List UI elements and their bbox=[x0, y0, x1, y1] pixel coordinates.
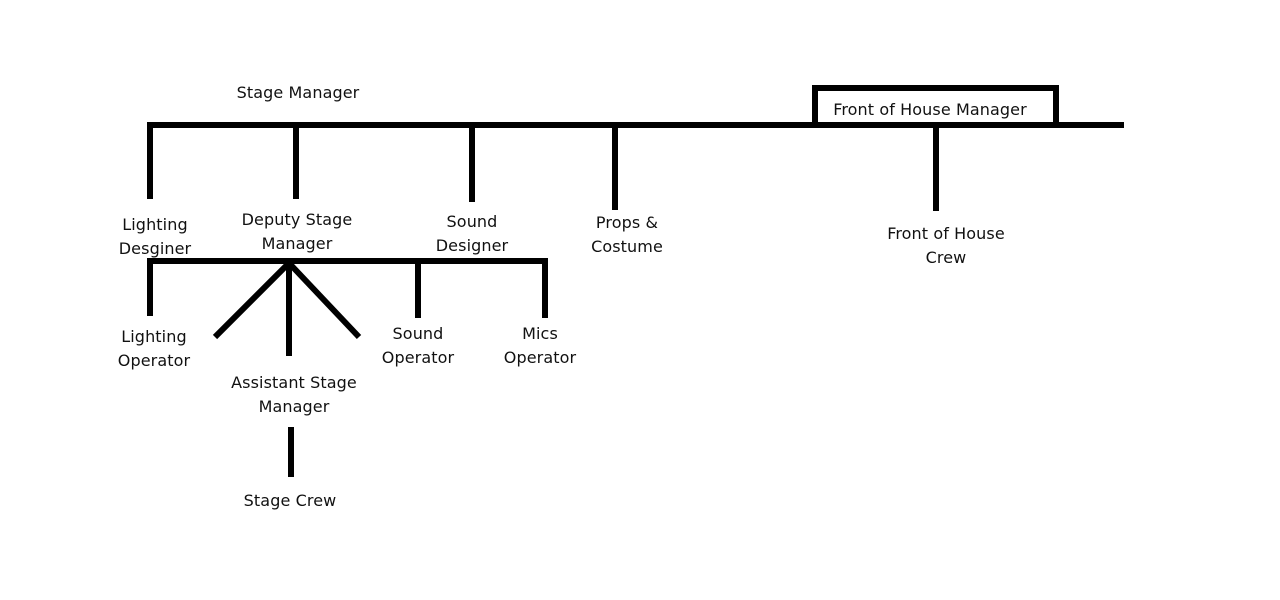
role-props-costume: Props & Costume bbox=[591, 213, 663, 256]
role-front-of-house-crew: Front of House Crew bbox=[887, 224, 1005, 267]
foh-manager-box bbox=[812, 85, 1059, 125]
role-deputy-stage-manager: Deputy Stage Manager bbox=[241, 210, 353, 253]
role-lighting-designer: Lighting Desginer bbox=[118, 215, 192, 258]
role-lighting-operator: Lighting Operator bbox=[117, 327, 191, 370]
role-sound-designer: Sound Designer bbox=[435, 212, 509, 255]
role-stage-crew: Stage Crew bbox=[243, 491, 337, 510]
role-mics-operator: Mics Operator bbox=[503, 324, 577, 367]
role-stage-manager: Stage Manager bbox=[236, 83, 360, 102]
role-sound-operator: Sound Operator bbox=[381, 324, 455, 367]
role-front-of-house-manager: Front of House Manager bbox=[833, 100, 1027, 119]
fan-right bbox=[286, 260, 362, 340]
fan-left bbox=[212, 260, 292, 340]
role-assistant-stage-manager: Assistant Stage Manager bbox=[231, 373, 357, 416]
